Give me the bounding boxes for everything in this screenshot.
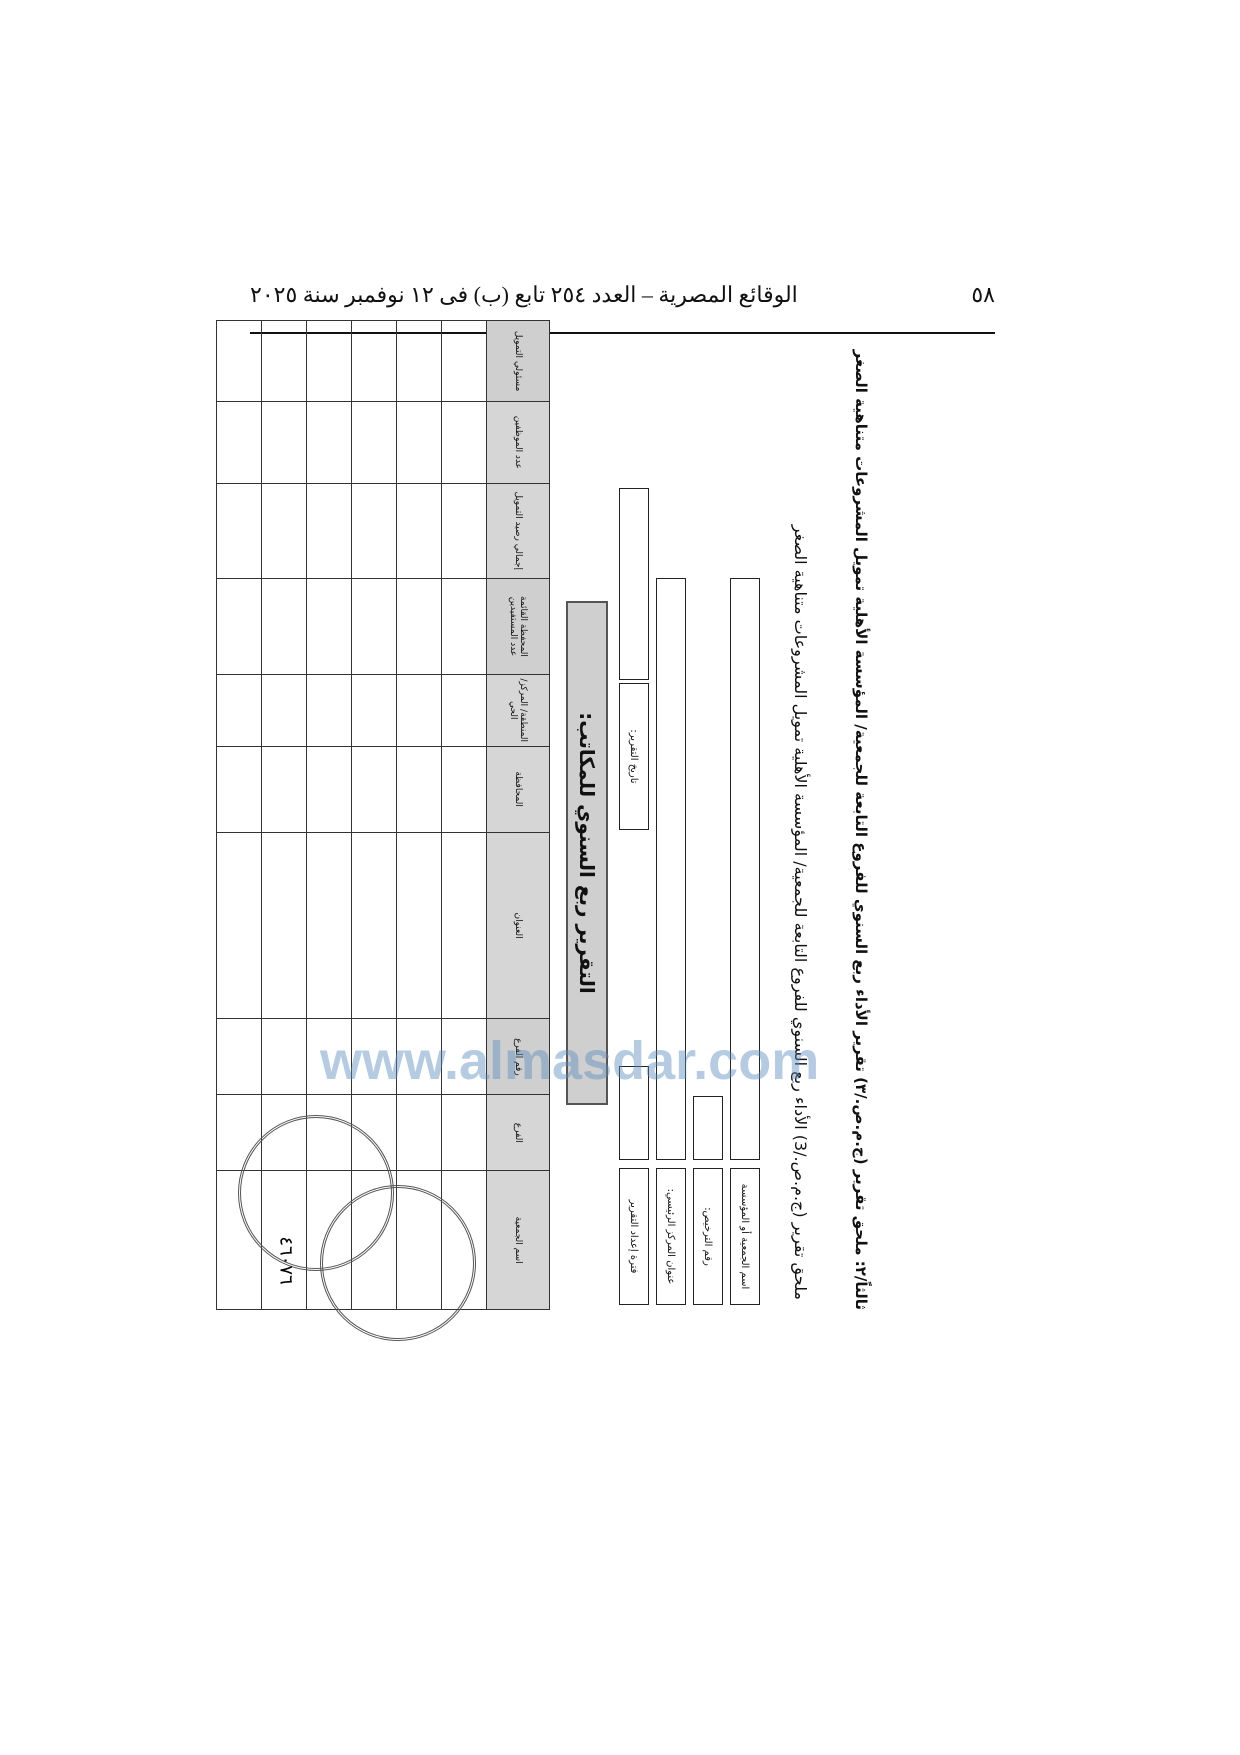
table-cell bbox=[396, 1094, 442, 1171]
col-total-balance: إجمالي رصيد التمويل bbox=[486, 483, 550, 579]
table-cell bbox=[306, 401, 352, 484]
col-loan-officers: مسئولي التمويل bbox=[486, 320, 550, 402]
table-header-row: اسم الجمعية الفرع رقم الفرع العنوان المح… bbox=[486, 320, 550, 1310]
table-cell bbox=[351, 401, 397, 484]
table-cell bbox=[351, 832, 397, 1019]
table-cell bbox=[261, 674, 307, 747]
table-cell bbox=[261, 578, 307, 675]
table-cell bbox=[351, 483, 397, 579]
col-address: العنوان bbox=[486, 832, 550, 1019]
page-header: ٥٨ الوقائع المصرية – العدد ٢٥٤ تابع (ب) … bbox=[250, 282, 995, 308]
table-cell bbox=[261, 483, 307, 579]
field-label-name: اسم الجمعية أو المؤسسة bbox=[730, 1168, 760, 1305]
col-employees: عدد الموظفين bbox=[486, 401, 550, 484]
form-subtitle: ملحق تقرير (ج.م.ص./3) الأداء ربع السنوي … bbox=[791, 524, 810, 1300]
header-rule bbox=[250, 332, 995, 334]
table-cell bbox=[306, 674, 352, 747]
table-cell bbox=[306, 483, 352, 579]
table-cell bbox=[306, 746, 352, 833]
table-cell bbox=[351, 578, 397, 675]
field-report-date-box bbox=[619, 488, 649, 680]
table-cell bbox=[396, 674, 442, 747]
watermark: www.almasdar.com bbox=[320, 1031, 820, 1091]
table-cell bbox=[216, 674, 262, 747]
field-label-period: فترة إعداد التقرير bbox=[619, 1168, 649, 1305]
table-cell bbox=[216, 832, 262, 1019]
field-label-report-date: تاريخ التقرير: bbox=[619, 683, 649, 830]
table-cell bbox=[396, 401, 442, 484]
table-cell bbox=[216, 578, 262, 675]
table-cell bbox=[396, 578, 442, 675]
group-header-portfolio: المحفظة القائمة bbox=[518, 595, 528, 657]
publication-title: الوقائع المصرية – العدد ٢٥٤ تابع (ب) فى … bbox=[250, 282, 798, 307]
table-cell bbox=[396, 483, 442, 579]
table-cell bbox=[441, 1094, 487, 1171]
table-cell bbox=[216, 483, 262, 579]
table-cell bbox=[216, 746, 262, 833]
table-cell bbox=[261, 1018, 307, 1095]
col-district: المنطقة/ المركز/ الحي bbox=[486, 674, 550, 747]
stamp-number: ٤٦٠٧٦ bbox=[275, 1236, 297, 1285]
field-label-address: عنوان المركز الرئيسي: bbox=[656, 1168, 686, 1305]
table-cell bbox=[396, 320, 442, 402]
table-cell bbox=[441, 832, 487, 1019]
table-cell bbox=[441, 746, 487, 833]
table-cell bbox=[351, 320, 397, 402]
col-governorate: المحافظة bbox=[486, 746, 550, 833]
table-cell bbox=[261, 746, 307, 833]
table-cell bbox=[306, 832, 352, 1019]
form-title: ثالثاً/٢: ملحق تقرير (ج.م.ص./٣) تقرير ال… bbox=[852, 349, 870, 1310]
table-cell bbox=[396, 832, 442, 1019]
table-row bbox=[396, 320, 442, 1310]
table-cell bbox=[261, 320, 307, 402]
table-cell bbox=[216, 401, 262, 484]
page-number: ٥٨ bbox=[971, 282, 995, 307]
col-beneficiaries-label: عدد المستفيدين bbox=[508, 596, 518, 657]
table-cell bbox=[441, 674, 487, 747]
table-cell bbox=[441, 483, 487, 579]
table-cell bbox=[261, 401, 307, 484]
official-stamp bbox=[320, 1185, 476, 1341]
table-cell bbox=[441, 320, 487, 402]
table-cell bbox=[216, 1018, 262, 1095]
table-cell bbox=[351, 746, 397, 833]
table-cell bbox=[216, 320, 262, 402]
field-license-box bbox=[693, 1096, 723, 1160]
field-label-license: رقم الترخيص: bbox=[693, 1168, 723, 1305]
col-association-name: اسم الجمعية bbox=[486, 1170, 550, 1310]
table-cell bbox=[306, 578, 352, 675]
table-row bbox=[441, 320, 487, 1310]
table-cell bbox=[261, 832, 307, 1019]
table-cell bbox=[351, 674, 397, 747]
col-branch: الفرع bbox=[486, 1094, 550, 1171]
table-cell bbox=[396, 746, 442, 833]
table-cell bbox=[306, 320, 352, 402]
table-cell bbox=[441, 401, 487, 484]
table-cell bbox=[441, 578, 487, 675]
